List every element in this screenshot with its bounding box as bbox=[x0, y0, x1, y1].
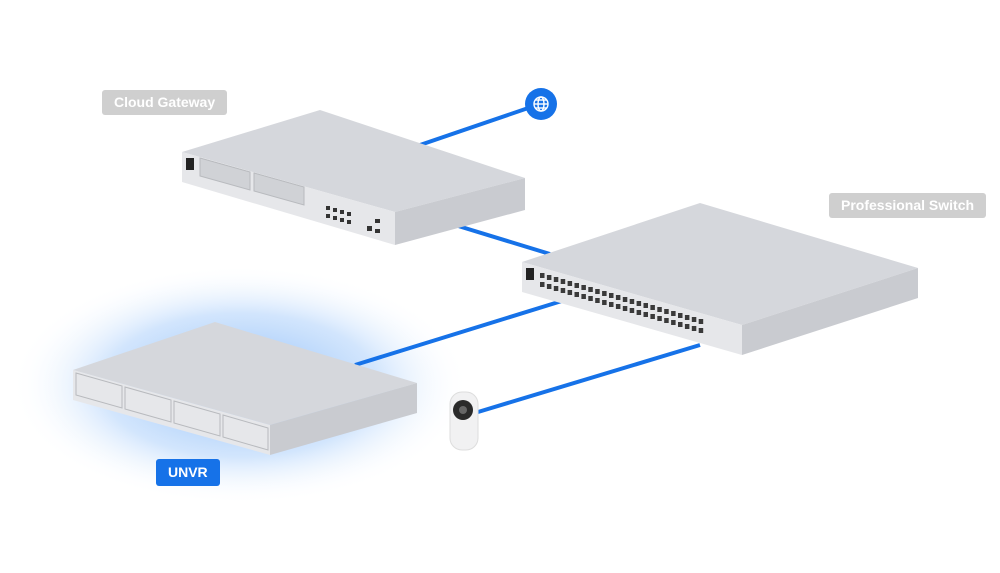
switch-port bbox=[650, 314, 655, 319]
switch-port bbox=[643, 303, 648, 308]
switch-port bbox=[691, 326, 697, 331]
switch-port bbox=[609, 302, 614, 307]
professional-switch-device[interactable] bbox=[522, 203, 918, 355]
switch-port bbox=[657, 307, 662, 312]
internet-node[interactable] bbox=[525, 88, 557, 120]
switch-port bbox=[595, 289, 600, 294]
unvr-label[interactable]: UNVR bbox=[156, 459, 220, 486]
switch-port bbox=[622, 297, 628, 302]
switch-port bbox=[664, 318, 669, 323]
switch-port bbox=[546, 284, 552, 289]
switch-port bbox=[588, 287, 593, 292]
switch-port bbox=[650, 305, 655, 310]
switch-port bbox=[622, 306, 628, 311]
switch-port bbox=[595, 298, 600, 303]
switch-port bbox=[691, 317, 697, 322]
ethernet-ports bbox=[326, 206, 380, 233]
switch-port bbox=[698, 319, 704, 324]
switch-port bbox=[643, 312, 648, 317]
switch-port bbox=[636, 310, 642, 315]
switch-ports bbox=[540, 273, 704, 333]
globe-icon bbox=[533, 96, 549, 112]
switch-port bbox=[588, 296, 593, 301]
cloud-gateway-label[interactable]: Cloud Gateway bbox=[102, 90, 228, 115]
unvr-device[interactable] bbox=[73, 322, 417, 455]
link-gateway-switch bbox=[454, 223, 551, 256]
switch-port bbox=[664, 309, 669, 314]
links bbox=[354, 102, 701, 414]
switch-port bbox=[553, 277, 559, 282]
link-internet-gateway bbox=[419, 102, 541, 147]
switch-port bbox=[553, 286, 559, 291]
link-camera-switch bbox=[477, 343, 701, 414]
switch-port bbox=[560, 288, 566, 293]
switch-port bbox=[609, 293, 614, 298]
switch-port bbox=[567, 290, 573, 295]
switch-port bbox=[602, 300, 607, 305]
switch-port bbox=[615, 295, 621, 300]
professional-switch-label[interactable]: Professional Switch bbox=[829, 193, 987, 218]
switch-port bbox=[684, 315, 690, 320]
switch-port bbox=[540, 282, 545, 287]
switch-port bbox=[560, 279, 566, 284]
switch-port bbox=[671, 320, 676, 325]
switch-port bbox=[574, 283, 579, 288]
drive-bays bbox=[75, 372, 269, 451]
link-unvr-switch bbox=[354, 298, 566, 367]
switch-port bbox=[602, 291, 607, 296]
switch-port bbox=[671, 311, 676, 316]
switch-port bbox=[567, 281, 573, 286]
switch-port bbox=[657, 316, 662, 321]
camera-device[interactable] bbox=[449, 391, 479, 451]
cloud-gateway-device[interactable] bbox=[182, 110, 525, 245]
switch-port bbox=[546, 275, 552, 280]
switch-port bbox=[684, 324, 690, 329]
switch-port bbox=[615, 304, 621, 309]
switch-port bbox=[678, 322, 683, 327]
switch-port bbox=[636, 301, 642, 306]
switch-port bbox=[581, 285, 586, 290]
switch-port bbox=[581, 294, 586, 299]
switch-port bbox=[574, 292, 579, 297]
power-port bbox=[186, 158, 194, 170]
switch-port bbox=[698, 328, 704, 333]
switch-port bbox=[678, 313, 683, 318]
switch-port bbox=[629, 299, 635, 304]
switch-port bbox=[540, 273, 545, 278]
switch-port bbox=[629, 308, 635, 313]
